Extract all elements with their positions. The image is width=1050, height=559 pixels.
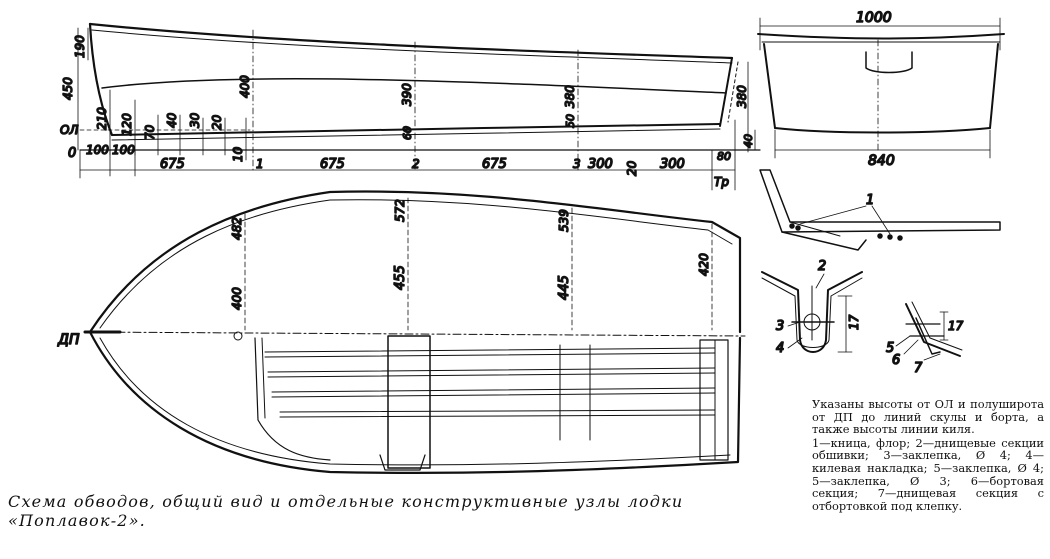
profile-view: 0 ОЛ Тр 1 2 3 450 190 210 120 70 40 30 2… (59, 22, 761, 191)
notes-intro: Указаны высоты от ОЛ и полуширота от ДП … (812, 397, 1044, 437)
dim-label: 400 (230, 287, 244, 310)
callout-label: 3 (776, 319, 784, 334)
dim-label: 120 (120, 113, 134, 136)
dim-label: 60 (401, 126, 414, 140)
profile-transom-label: Тр (714, 175, 729, 189)
dim-label: 40 (165, 112, 179, 128)
dim-label: 17 (847, 314, 861, 330)
section-bottom-label: 840 (868, 153, 895, 169)
dim-label: 80 (717, 150, 731, 163)
callout-label: 2 (818, 259, 826, 274)
dim-label: 20 (210, 114, 224, 130)
dim-label: 40 (742, 134, 755, 148)
callout-label: 7 (914, 361, 923, 376)
dim-label: 400 (238, 75, 252, 98)
callout-label: 6 (892, 353, 900, 368)
section-width-label: 1000 (856, 10, 892, 26)
dim-label: 70 (143, 124, 157, 140)
station-label: 3 (573, 157, 581, 171)
notes-legend: 1—кница, флор; 2—днищевые секции обшивки… (812, 435, 1044, 513)
dim-label: 100 (112, 143, 135, 157)
plan-view: ДП 482 400 572 455 539 445 420 (56, 190, 746, 474)
dim-label: 10 (231, 146, 245, 162)
dim-label: 300 (660, 157, 685, 172)
dim-label: 300 (588, 157, 613, 172)
figure-caption: Схема обводов, общий вид и отдельные кон… (8, 492, 684, 530)
detail-side: 5 6 7 17 (885, 301, 964, 377)
dim-label: 450 (61, 77, 75, 100)
dim-label: 30 (188, 112, 202, 128)
station-label: 1 (256, 157, 264, 171)
dim-label: 380 (735, 85, 749, 108)
dim-label: 675 (160, 157, 185, 172)
dim-label: 445 (557, 275, 572, 300)
dim-label: 20 (625, 160, 639, 176)
dim-label: 675 (320, 157, 345, 172)
callout-label: 5 (886, 341, 894, 356)
dim-label: 17 (948, 319, 964, 333)
dim-label: 380 (563, 85, 577, 108)
dim-label: 50 (564, 114, 577, 128)
profile-ol-label: ОЛ (60, 123, 78, 137)
dim-label: 455 (393, 265, 408, 290)
dim-label: 675 (482, 157, 507, 172)
detail-keel: 2 3 4 17 (761, 258, 863, 357)
section-view: 1000 840 (757, 9, 1005, 170)
dim-label: 482 (230, 217, 244, 240)
dim-label: 100 (86, 143, 109, 157)
plan-dp-label: ДП (57, 332, 80, 348)
dim-label: 190 (73, 35, 87, 58)
profile-baseline-label: 0 (68, 146, 76, 161)
dim-label: 572 (393, 199, 407, 222)
station-label: 2 (412, 157, 420, 171)
detail-knee: 1 (759, 169, 1001, 251)
dim-label: 210 (95, 107, 109, 130)
callout-label: 4 (776, 341, 784, 356)
dim-label: 420 (697, 253, 711, 276)
dim-label: 390 (400, 83, 414, 106)
figure-notes: Указаны высоты от ОЛ и полуширота от ДП … (812, 398, 1044, 512)
callout-label: 1 (866, 193, 874, 208)
dim-label: 539 (557, 209, 571, 232)
